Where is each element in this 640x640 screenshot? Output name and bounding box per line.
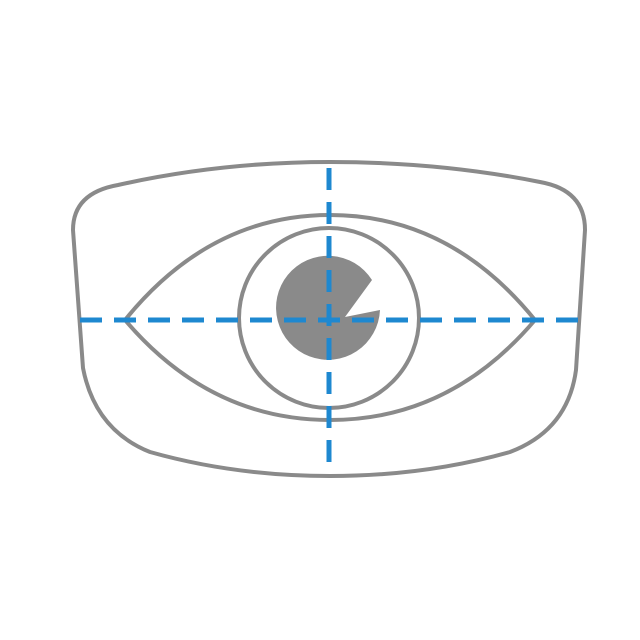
lens-outline-icon <box>71 160 587 478</box>
